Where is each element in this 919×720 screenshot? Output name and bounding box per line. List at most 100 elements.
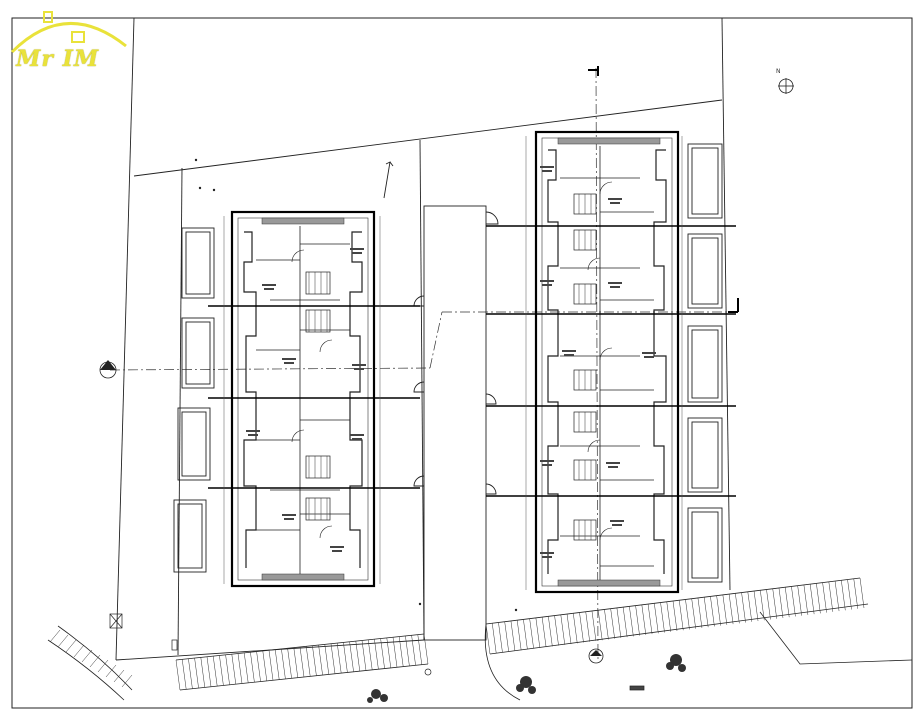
hatch-line: [772, 588, 777, 619]
hatch-line: [791, 586, 796, 617]
sidewalk: [47, 577, 913, 701]
hatch-line: [374, 639, 379, 670]
hatch-line: [728, 594, 734, 625]
hatch-line: [188, 658, 193, 689]
hatch-line: [423, 633, 429, 665]
hatch-line: [610, 608, 615, 639]
hatch-line: [597, 610, 603, 641]
section-marker-icon: [99, 66, 739, 664]
hatch-line: [766, 589, 771, 620]
hatch-line: [697, 597, 703, 628]
hatch-line: [797, 585, 802, 616]
unit-dividers-right: [486, 225, 736, 497]
north-arrow-icon: [778, 78, 794, 94]
hatch-line: [703, 597, 709, 628]
hatch-line: [629, 606, 634, 637]
hatch-line: [113, 669, 125, 683]
hatch-line: [535, 617, 541, 648]
hatch-line: [274, 649, 280, 680]
hatch-line: [380, 638, 385, 669]
hatch-line: [784, 587, 790, 618]
hatch-line: [361, 640, 367, 671]
hatch-line: [604, 609, 609, 640]
hatch-line: [231, 654, 237, 685]
hatch-line: [367, 639, 373, 670]
hatch-line: [753, 591, 759, 622]
unit-dividers-left: [208, 305, 420, 489]
parking-left: [173, 227, 215, 573]
hatch-line: [417, 634, 423, 665]
hatch-line: [685, 599, 690, 630]
house-logo-icon: [10, 11, 127, 54]
hatch-line: [212, 656, 218, 687]
hatch-line: [324, 644, 330, 675]
hatch-line: [678, 600, 684, 631]
hatch-line: [250, 652, 255, 683]
hatch-line: [566, 614, 572, 645]
hatch-line: [541, 617, 547, 648]
hatch-line: [336, 643, 342, 674]
hatch-line: [485, 623, 491, 655]
hatch-line: [529, 618, 534, 649]
hatch-line: [318, 645, 323, 676]
hatch-line: [49, 629, 61, 643]
tree-icon: [367, 654, 686, 703]
hatch-line: [809, 584, 815, 615]
hatch-line: [305, 646, 311, 677]
hatch-line: [349, 641, 354, 672]
hatch-line: [554, 615, 559, 646]
hatch-line: [97, 659, 109, 673]
logo-text: Mr IM: [16, 46, 100, 72]
hatch-line: [219, 655, 224, 686]
hatch-line: [591, 610, 597, 641]
hatch-line: [822, 582, 827, 613]
hatch-line: [504, 621, 509, 652]
hatch-line: [716, 595, 721, 626]
hatch-line: [262, 650, 268, 681]
site-arrow-icon: [383, 161, 394, 199]
brand-logo: Mr IM: [6, 6, 132, 76]
hatch-line: [654, 603, 659, 634]
drawing-border: [11, 17, 913, 709]
hatch-line: [523, 619, 528, 650]
hatch-line: [666, 601, 672, 632]
driveway: [413, 205, 499, 641]
hatch-line: [293, 647, 299, 678]
hatch-line: [206, 656, 212, 687]
hatch-line: [579, 612, 584, 643]
hatch-line: [841, 580, 846, 611]
hatch-line: [635, 605, 640, 636]
hatch-line: [622, 607, 628, 638]
hatch-line: [121, 674, 133, 688]
hatch-line: [672, 600, 678, 632]
hatch-line: [386, 637, 392, 668]
sidewalk-hatch: [49, 577, 865, 691]
hatch-line: [175, 659, 181, 691]
hatch-line: [585, 611, 590, 642]
hatch-line: [660, 602, 665, 633]
hatch-line: [268, 650, 274, 681]
hatch-line: [287, 648, 292, 679]
hatch-line: [691, 598, 696, 629]
hatch-line: [778, 587, 784, 618]
hatch-line: [847, 579, 852, 610]
north-label: N: [776, 68, 781, 75]
hatch-line: [641, 604, 647, 635]
hatch-line: [816, 583, 821, 614]
hatch-line: [89, 654, 101, 668]
building-left: [230, 210, 376, 588]
hatch-line: [803, 584, 809, 615]
hatch-line: [548, 616, 553, 647]
hatch-line: [330, 643, 336, 674]
parking-right: [687, 143, 723, 583]
hatch-line: [510, 620, 516, 651]
hatch-line: [81, 649, 93, 663]
hatch-line: [760, 590, 765, 621]
hatch-line: [312, 645, 317, 676]
site-details: [109, 613, 645, 691]
hatch-line: [299, 646, 305, 678]
hatch-line: [828, 581, 834, 612]
hatch-line: [573, 613, 578, 644]
hatch-line: [735, 593, 740, 624]
